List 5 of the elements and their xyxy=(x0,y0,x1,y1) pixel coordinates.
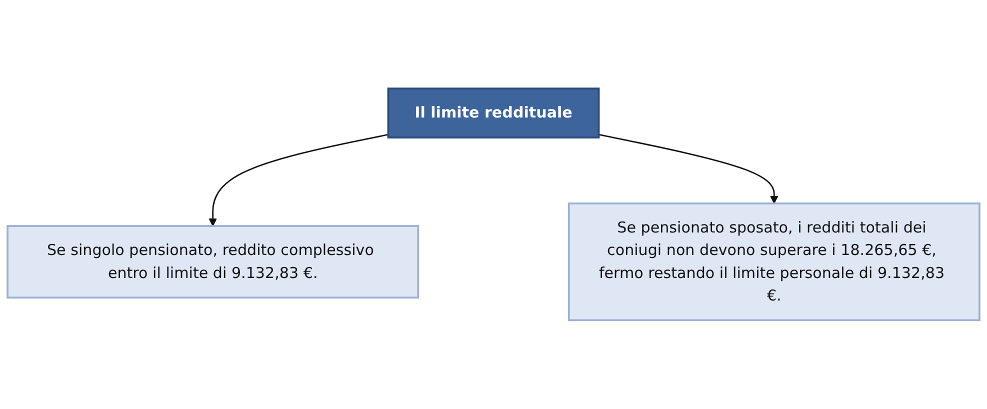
node-box: Se singolo pensionato, reddito complessivo entro il limite di 9.132,83 €. xyxy=(6,225,420,299)
node-box: Se pensionato sposato, i redditi totali dei coniugi non devono superare i 18.265,65 €, fermo restando il limite personale di 9.132,83 €. xyxy=(568,202,980,322)
arrow xyxy=(208,134,388,227)
arrow xyxy=(598,134,778,204)
node-box: Il limite reddituale xyxy=(387,88,600,139)
